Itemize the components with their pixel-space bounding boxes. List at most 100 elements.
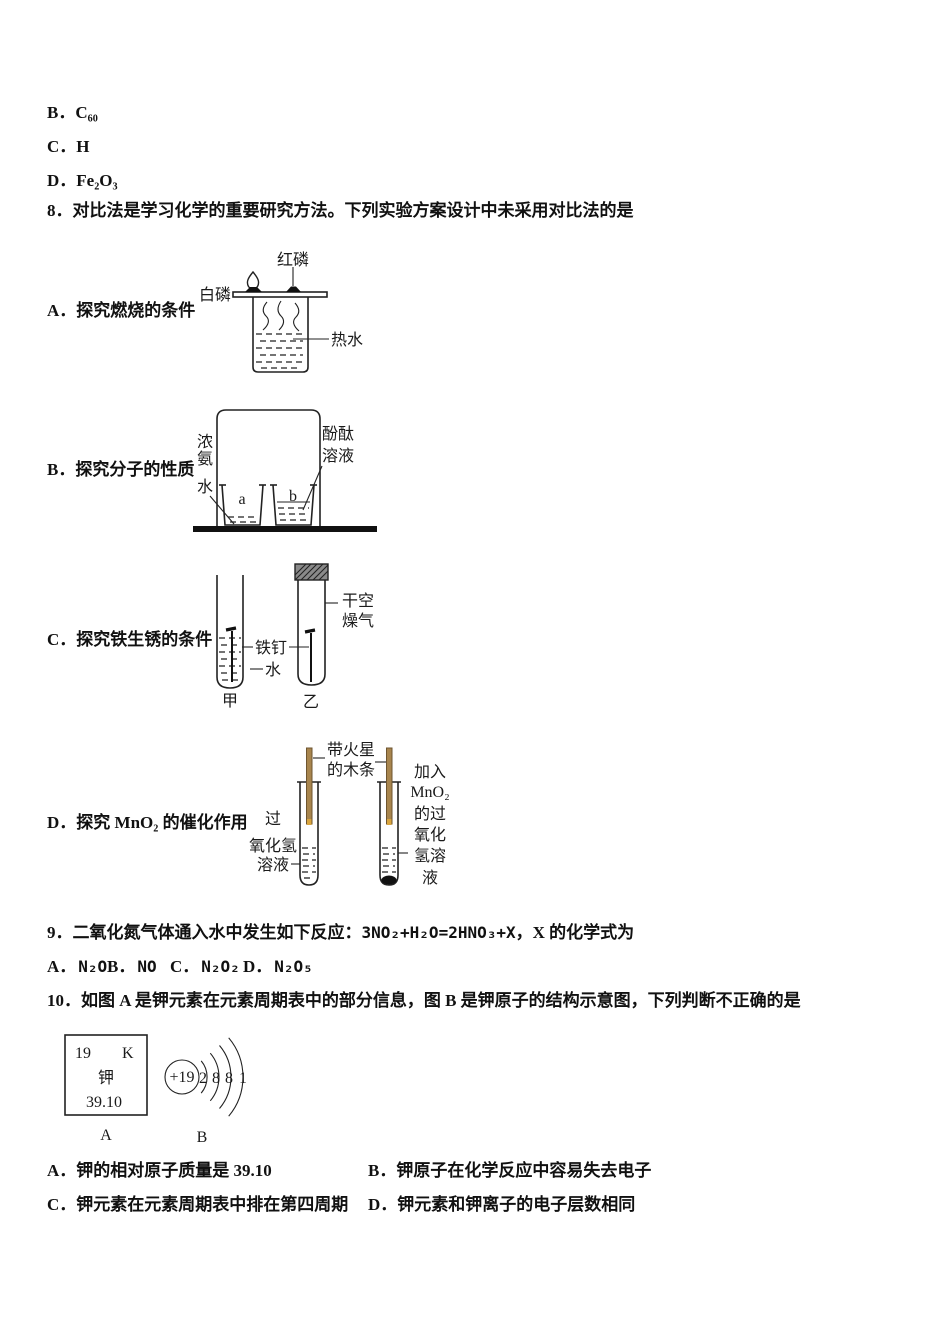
option-text: 探究分子的性质 xyxy=(75,460,195,479)
rubber-stopper xyxy=(294,563,329,581)
option-formula: Fe₂O₃ xyxy=(76,171,118,190)
q7-option-d-row: D．Fe₂O₃ xyxy=(47,171,118,191)
atomic-number: 19 xyxy=(75,1045,91,1062)
option-formula: H xyxy=(76,137,90,156)
mno2-powder xyxy=(381,875,397,885)
q10-option-b: B．钾原子在化学反应中容易失去电子 xyxy=(368,1161,651,1181)
option-formula: N₂O₂ xyxy=(201,957,240,976)
figure-b-caption: B xyxy=(197,1129,208,1146)
h2o2-line-3: 溶液 xyxy=(257,856,289,874)
option-formula: N₂O xyxy=(78,957,108,976)
beaker-b-label: b xyxy=(289,488,297,505)
white-phosphorus-flame xyxy=(245,270,262,292)
beaker xyxy=(252,297,309,373)
option-letter: B． xyxy=(368,1161,397,1180)
splint-label-line-1: 带火星 xyxy=(327,741,375,759)
beaker-a-label: a xyxy=(238,491,245,508)
q9-stem-suffix: ，X 的化学式为 xyxy=(515,923,635,942)
glowing-splint-label: 带火星 的木条 xyxy=(313,741,386,779)
element-symbol: K xyxy=(122,1045,134,1062)
option-text: 探究燃烧的条件 xyxy=(76,301,196,320)
water-label: 水 xyxy=(250,661,281,679)
tube-yi-caption: 乙 xyxy=(303,694,319,711)
splint-label-line-2: 的木条 xyxy=(327,761,375,779)
ammonia-char-1: 浓 xyxy=(197,433,213,451)
iron-nail-jia xyxy=(225,626,237,682)
mno2-catalysis-diagram: 带火星 的木条 过 氧化氢 溶液 加入 MnO₂ 的过 氧化 氢溶 液 xyxy=(249,741,450,887)
dry-air-line-2: 燥气 xyxy=(342,612,374,630)
q9-equation: 3NO₂+H₂O=2HNO₃+X xyxy=(361,923,516,942)
q10-option-d: D．钾元素和钾离子的电子层数相同 xyxy=(368,1195,635,1215)
option-text: 钾的相对原子质量是 39.10 xyxy=(76,1161,272,1180)
option-text: 钾元素和钾离子的电子层数相同 xyxy=(397,1195,636,1214)
option-letter: D． xyxy=(47,171,77,190)
left-splint xyxy=(306,747,313,825)
q8-option-c-label: C．探究铁生锈的条件 xyxy=(47,630,212,650)
mno2-h2o2-label: 加入 MnO₂ 的过 氧化 氢溶 液 xyxy=(398,763,450,887)
option-formula: C₆₀ xyxy=(75,103,98,122)
option-letter: B． xyxy=(107,957,136,976)
option-letter: D． xyxy=(243,957,273,976)
option-text: 探究 MnO₂ 的催化作用 xyxy=(76,813,248,832)
red-phosphorus-mound xyxy=(286,267,301,292)
molecule-properties-diagram: a b 浓 氨 水 酚酞 溶液 xyxy=(193,409,377,532)
option-formula: N₂O₅ xyxy=(274,957,313,976)
burning-conditions-diagram: 红磷 白磷 热水 xyxy=(199,251,363,373)
option-letter: A． xyxy=(47,1161,77,1180)
iron-nail-text: 铁钉 xyxy=(255,639,287,657)
test-tube-yi xyxy=(297,580,326,686)
dry-air-line-1: 干空 xyxy=(342,592,374,610)
iron-nail-label: 铁钉 xyxy=(242,639,309,657)
inverted-beaker xyxy=(216,409,321,526)
option-text: 探究铁生锈的条件 xyxy=(76,630,213,649)
potassium-info-figure: 19 K 钾 39.10 A +19 2 8 8 1 B xyxy=(64,1034,247,1146)
iron-rusting-diagram: 干空 燥气 铁钉 水 甲 乙 xyxy=(216,563,374,711)
tube-jia-caption: 甲 xyxy=(222,693,238,710)
option-letter: B． xyxy=(47,460,76,479)
option-text: 钾元素在元素周期表中排在第四周期 xyxy=(76,1195,349,1214)
option-letter: C． xyxy=(170,957,200,976)
h2o2-line-1: 过 xyxy=(265,810,281,828)
figure-a-caption: A xyxy=(100,1127,112,1144)
shell-electrons-3: 8 xyxy=(225,1070,233,1087)
ammonia-label: 浓 氨 水 xyxy=(197,433,235,525)
q10-option-a: A．钾的相对原子质量是 39.10 xyxy=(47,1161,272,1181)
small-beaker-a xyxy=(219,484,266,526)
h2o2-line-2: 氧化氢 xyxy=(249,837,297,855)
phenolphthalein-line-1: 酚酞 xyxy=(322,425,354,443)
option-letter: D． xyxy=(47,813,77,832)
option-letter: A． xyxy=(47,957,77,976)
ammonia-char-2: 氨 xyxy=(197,450,213,468)
q10-option-c: C．钾元素在元素周期表中排在第四周期 xyxy=(47,1195,348,1215)
option-text: 钾原子在化学反应中容易失去电子 xyxy=(396,1161,652,1180)
vapor-waves xyxy=(262,300,300,332)
element-name: 钾 xyxy=(98,1069,114,1087)
q8-stem: 8．对比法是学习化学的重要研究方法。下列实验方案设计中未采用对比法的是 xyxy=(47,201,634,220)
option-letter: C． xyxy=(47,137,77,156)
mno2-label-line-5: 氢溶 xyxy=(414,847,446,865)
q8-option-a-label: A．探究燃烧的条件 xyxy=(47,301,195,321)
hot-water-label: 热水 xyxy=(331,331,363,349)
test-tube-jia xyxy=(216,575,244,689)
shell-electrons-1: 2 xyxy=(199,1070,207,1087)
dry-air-label: 干空 燥气 xyxy=(325,592,374,630)
white-phosphorus-label: 白磷 xyxy=(199,286,231,304)
q8-option-d-label: D．探究 MnO₂ 的催化作用 xyxy=(47,813,248,833)
option-letter: C． xyxy=(47,630,77,649)
q7-option-b-row: B．C₆₀ xyxy=(47,103,98,123)
right-test-tube xyxy=(377,781,401,886)
mno2-label-line-1: 加入 xyxy=(414,763,446,781)
phenolphthalein-label: 酚酞 溶液 xyxy=(302,425,354,511)
iron-nail-yi xyxy=(304,628,316,682)
option-formula: NO xyxy=(137,957,157,976)
q10-stem: 10．如图 A 是钾元素在元素周期表中的部分信息，图 B 是钾原子的结构示意图，… xyxy=(47,991,801,1010)
h2o2-label: 过 氧化氢 溶液 xyxy=(249,810,300,874)
right-splint xyxy=(386,747,393,825)
shell-electrons-2: 8 xyxy=(212,1070,220,1087)
table-surface xyxy=(193,526,377,532)
atomic-structure-diagram: +19 2 8 8 1 B xyxy=(164,1037,247,1146)
periodic-table-cell: 19 K 钾 39.10 A xyxy=(64,1034,148,1144)
q7-option-c-row: C．H xyxy=(47,137,90,157)
option-letter: D． xyxy=(368,1195,398,1214)
